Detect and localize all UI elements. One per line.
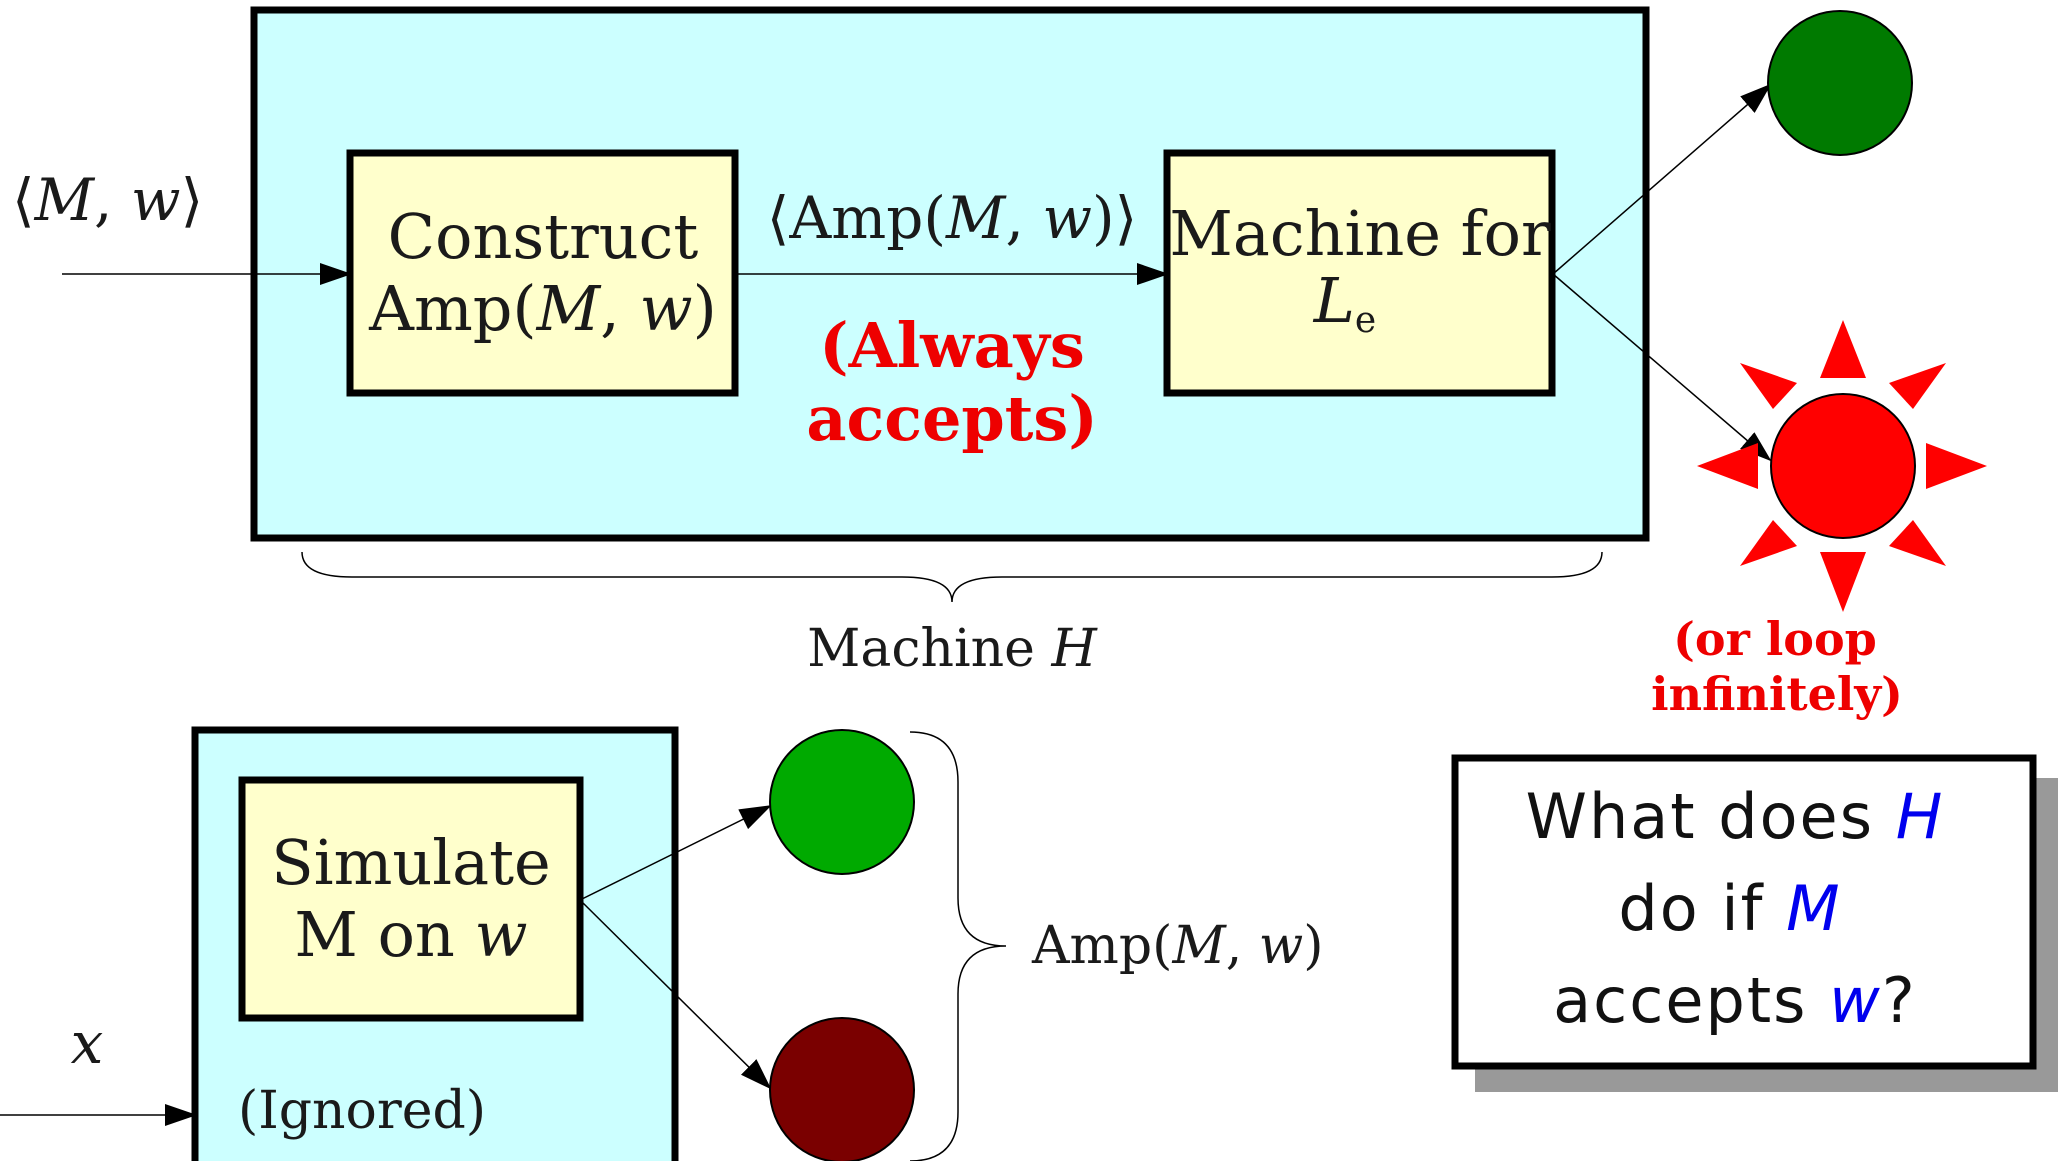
question-line2: do if M [1618,872,1841,945]
simulate-label-line2: M on w [294,898,527,971]
sun-ray-bottom-left [1740,520,1797,566]
machine-h-brace [301,551,1603,603]
le-label-line2: Le [1313,264,1376,341]
sun-ray-bottom-right [1889,520,1946,566]
le-machine-box [1163,149,1556,397]
loop-note-line2: infinitely) [1651,667,1903,721]
simulate-label-line1: Simulate [271,826,550,899]
ignored-label: (Ignored) [238,1081,486,1141]
amp-brace-label: Amp(M, w) [1031,916,1324,976]
simulate-box [238,776,584,1022]
sun-ray-top [1820,320,1866,378]
sim-reject-arrow [579,899,772,1090]
always-accepts-line1: (Always [819,309,1084,382]
amp-brace [909,731,1007,1161]
construct-amp-box [346,149,739,397]
h-reject-loop-state [1697,320,1987,612]
sun-ray-bottom [1820,552,1866,612]
sun-ray-top-right [1889,363,1946,409]
h-reject-circle [1770,393,1916,539]
input-label: ⟨M, w⟩ [12,166,203,234]
sim-accept-arrow [579,805,772,901]
question-card [1451,754,2037,1070]
le-label-line1: Machine for [1169,197,1551,270]
question-line1: What does H [1526,780,1945,853]
always-accepts-line2: accepts) [806,382,1097,455]
x-input-label: x [71,1009,104,1077]
amp-reject-state [769,1017,915,1161]
sun-ray-right [1926,443,1987,489]
question-line3: accepts w? [1553,964,1917,1037]
loop-note-line1: (or loop [1673,612,1877,666]
amp-accept-state [769,729,915,875]
construct-label-line2: Amp(M, w) [368,272,717,345]
sun-ray-left [1697,443,1758,489]
le-reject-arrow [1552,273,1772,462]
amp-encoding-label: ⟨Amp(M, w)⟩ [767,184,1137,252]
machine-h-label: Machine H [807,619,1098,679]
le-accept-arrow [1552,83,1772,275]
sun-ray-top-left [1740,363,1797,409]
construct-label-line1: Construct [388,200,699,273]
h-accept-state [1767,10,1913,156]
